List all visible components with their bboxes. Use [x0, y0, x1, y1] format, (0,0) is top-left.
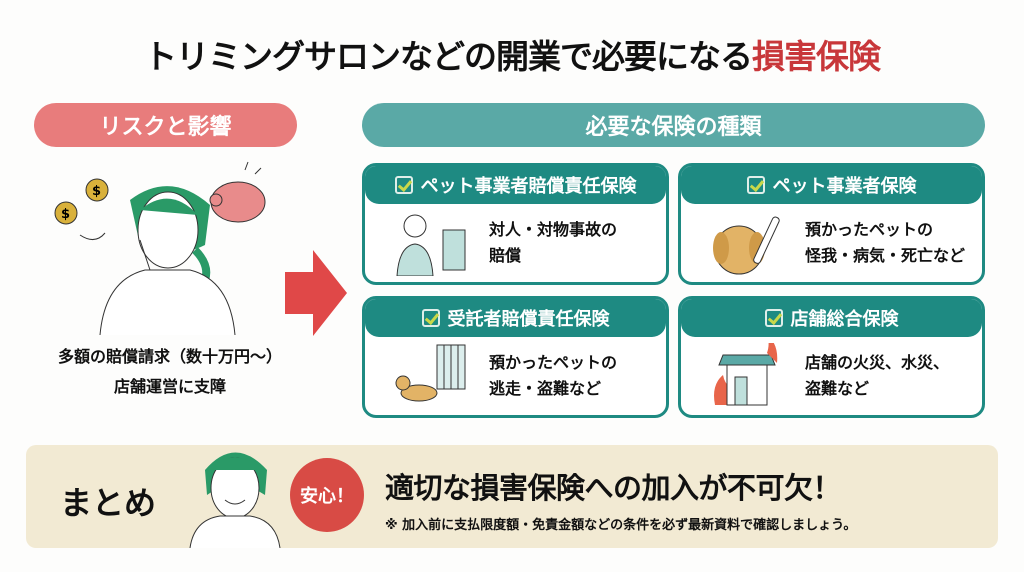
checkbox-icon [421, 309, 440, 327]
card-title: ペット事業者賠償責任保険 [420, 176, 637, 197]
checkbox-icon [764, 309, 783, 327]
injured-person-icon [396, 214, 466, 276]
card-desc-line: 怪我・病気・死亡など [805, 246, 966, 265]
checkbox-icon [394, 176, 413, 194]
card-desc-line: 対人・対物事故の [489, 220, 618, 239]
card-title: 店舗総合保険 [790, 309, 899, 330]
card-desc-line: 賠償 [489, 246, 522, 265]
card-desc-line: 預かったペットの [805, 220, 934, 239]
page-title: トリミングサロンなどの開業で必要になる損害保険 [0, 30, 1024, 78]
summary-label: まとめ [60, 484, 157, 522]
escaping-dog-cage-icon [395, 344, 466, 402]
card-desc-line: 預かったペットの [489, 353, 618, 372]
card-title: ペット事業者保険 [772, 176, 917, 197]
summary-note: ※ 加入前に支払限度額・免責金額などの条件を必ず最新資料で確認しましょう。 [385, 518, 857, 533]
insurance-card-store-comprehensive: 店舗総合保険 店舗の火災、水災、盗難など [678, 296, 985, 418]
card-desc-line: 盗難など [805, 379, 870, 398]
insurance-card-pet-liability: ペット事業者賠償責任保険 対人・対物事故の賠償 [362, 163, 669, 285]
insurance-card-pet-business: ペット事業者保険 預かったペットの怪我・病気・死亡など [678, 163, 985, 285]
card-title: 受託者賠償責任保険 [447, 309, 610, 330]
coin-icon: $ [54, 201, 78, 225]
summary-panel [26, 445, 998, 548]
arrow-right-icon [285, 250, 347, 336]
summary-main-text: 適切な損害保険への加入が不可欠！ [385, 471, 842, 505]
worried-person-illustration: $ $ [54, 161, 266, 335]
card-desc-line: 逃走・盗難など [489, 379, 602, 398]
checkbox-icon [746, 176, 765, 194]
types-heading: 必要な保険の種類 [362, 103, 985, 147]
sick-dog-thermometer-icon [713, 216, 780, 275]
title-highlight: 損害保険 [752, 37, 881, 76]
relief-badge: 安心！ [290, 458, 364, 532]
insurance-card-bailee-liability: 受託者賠償責任保険 預かったペットの逃走・盗難など [362, 296, 669, 418]
risk-heading: リスクと影響 [34, 103, 297, 147]
title-main: トリミングサロンなどの開業で必要になる [144, 37, 753, 76]
coin-icon: $ [85, 178, 109, 202]
svg-text:$: $ [92, 184, 101, 199]
card-desc-line: 店舗の火災、水災、 [805, 353, 950, 372]
smiling-person-illustration [189, 452, 281, 548]
store-fire-icon [714, 343, 778, 406]
svg-text:$: $ [61, 207, 70, 222]
risk-line-1: 多額の賠償請求（数十万円～） [57, 347, 282, 366]
risk-line-2: 店舗運営に支障 [113, 377, 226, 396]
piggy-bank-icon [209, 181, 266, 223]
